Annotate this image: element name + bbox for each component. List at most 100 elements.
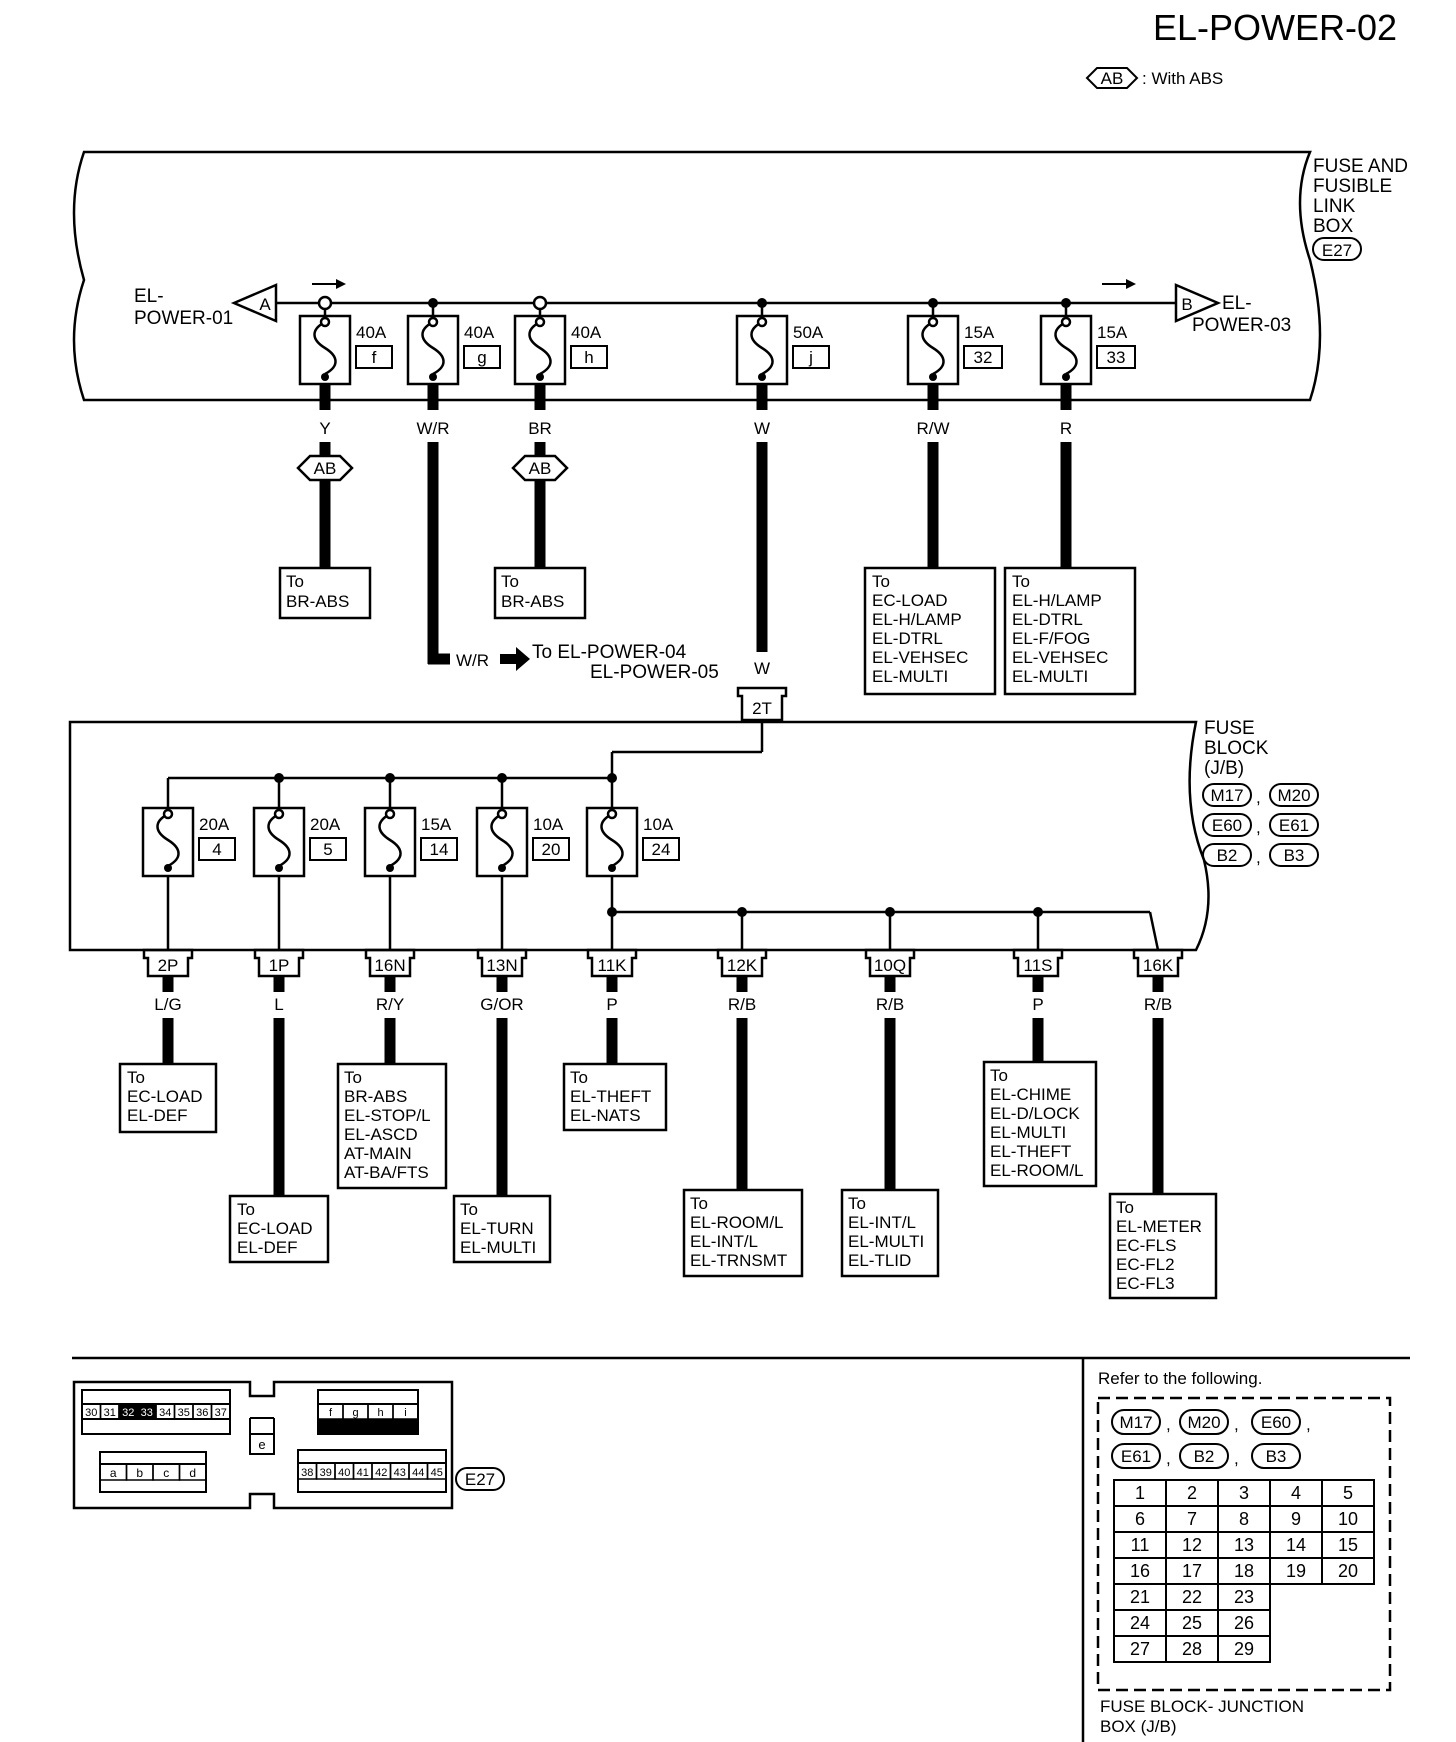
output-12k: 12K R/B To EL-ROOM/L EL-INT/L EL-TRNSMT bbox=[682, 948, 804, 1278]
output-16n-dest-5: AT-MAIN bbox=[344, 1144, 412, 1163]
output-11s-wire: P bbox=[1032, 995, 1043, 1014]
flow-arrow-right bbox=[1102, 279, 1136, 289]
refer-comma-5: , bbox=[1234, 1449, 1239, 1468]
output-16n-dest-6: AT-BA/FTS bbox=[344, 1163, 429, 1182]
refer-conn-e61: E61 bbox=[1121, 1447, 1151, 1466]
ref-b-label-2: POWER-03 bbox=[1192, 315, 1291, 336]
refer-grid-cell-27: 27 bbox=[1130, 1639, 1150, 1659]
e27-cell-41: 41 bbox=[357, 1467, 369, 1479]
output-16k-dest-5: EC-FL3 bbox=[1116, 1274, 1175, 1293]
feed-connector: 2T bbox=[752, 699, 772, 718]
fuse-33-dest-5: EL-VEHSEC bbox=[1012, 648, 1108, 667]
refer-section: Refer to the following. M17 , M20 , E60 … bbox=[1096, 1369, 1392, 1736]
refer-grid-cell-7: 7 bbox=[1187, 1509, 1197, 1529]
feed-wire: W bbox=[754, 659, 770, 678]
fb-conn-comma-3: , bbox=[1256, 848, 1261, 867]
refer-grid-cell-11: 11 bbox=[1131, 1535, 1150, 1555]
output-11s: 11S P To EL-CHIME EL-D/LOCK EL-MULTI EL-… bbox=[982, 948, 1098, 1188]
output-16k: 16K R/B To EL-METER EC-FLS EC-FL2 EC-FL3 bbox=[1108, 948, 1218, 1300]
fuse-33-dest-2: EL-H/LAMP bbox=[1012, 591, 1102, 610]
jb-fuse-5: 20A 5 bbox=[252, 806, 347, 950]
jb-fuse-5-rating: 20A bbox=[310, 815, 341, 834]
fuse-32-rating: 15A bbox=[964, 323, 995, 342]
e27-cell-frame bbox=[210, 1403, 231, 1420]
fusible-link-h-wire: BR bbox=[528, 419, 552, 438]
fuse-32-dest-6: EL-MULTI bbox=[872, 667, 948, 686]
output-13n-wire: G/OR bbox=[480, 995, 523, 1014]
jb-fuse-4-id: 4 bbox=[212, 840, 221, 859]
output-11k-dest-2: EL-THEFT bbox=[570, 1087, 651, 1106]
refer-grid-cell-10: 10 bbox=[1338, 1509, 1358, 1529]
output-11s-dest-3: EL-D/LOCK bbox=[990, 1104, 1080, 1123]
jb-fuse-5-id: 5 bbox=[323, 840, 332, 859]
fuse-33-rating: 15A bbox=[1097, 323, 1128, 342]
refer-conn-m20: M20 bbox=[1187, 1413, 1220, 1432]
refer-grid-cell-16: 16 bbox=[1130, 1561, 1150, 1581]
fb-conn-comma-1: , bbox=[1256, 788, 1261, 807]
refer-grid-cell-23: 23 bbox=[1234, 1587, 1254, 1607]
output-16k-dest-2: EL-METER bbox=[1116, 1217, 1202, 1236]
output-16k-dest-4: EC-FL2 bbox=[1116, 1255, 1175, 1274]
wr-branch-to2: EL-POWER-05 bbox=[590, 662, 719, 683]
jb-fuse-14-rating: 15A bbox=[421, 815, 452, 834]
fuse-block: FUSE BLOCK (J/B) M17 , M20 E60 , E61 B2 … bbox=[68, 718, 1319, 952]
output-13n-conn: 13N bbox=[486, 956, 517, 975]
ref-a-arrow bbox=[230, 283, 278, 323]
fuse-33-dest-1: To bbox=[1012, 572, 1030, 591]
output-2p-dest-2: EC-LOAD bbox=[127, 1087, 203, 1106]
refer-grid-cell-13: 13 bbox=[1234, 1535, 1254, 1555]
fuse-33: 15A 33 R To EL-H/LAMP EL-DTRL EL-F/FOG E… bbox=[1003, 298, 1137, 696]
output-12k-dest-1: To bbox=[690, 1194, 708, 1213]
refer-comma-4: , bbox=[1166, 1449, 1171, 1468]
output-12k-dest-4: EL-TRNSMT bbox=[690, 1251, 787, 1270]
e27-cell-d: d bbox=[189, 1466, 196, 1480]
fb-conn-e61: E61 bbox=[1279, 816, 1309, 835]
e27-cell-40: 40 bbox=[338, 1467, 350, 1479]
e27-cell-f: f bbox=[329, 1407, 333, 1419]
e27-letter-frame bbox=[178, 1463, 207, 1481]
jb-fuse-14: 15A 14 bbox=[363, 806, 458, 950]
wr-branch-wire: W/R bbox=[456, 651, 489, 670]
output-1p-dest-1: To bbox=[237, 1200, 255, 1219]
refer-grid-cell-21: 21 bbox=[1130, 1587, 1150, 1607]
jb-fuse-4-rating: 20A bbox=[199, 815, 230, 834]
e27-cell-c: c bbox=[163, 1466, 169, 1480]
output-11k-dest-1: To bbox=[570, 1068, 588, 1087]
refer-grid-cell-22: 22 bbox=[1182, 1587, 1202, 1607]
e27-cell-h: h bbox=[377, 1407, 383, 1419]
output-12k-dest-3: EL-INT/L bbox=[690, 1232, 758, 1251]
output-16n-conn: 16N bbox=[374, 956, 405, 975]
fusible-link-h-option: AB bbox=[529, 459, 552, 478]
fusible-link-h-dest-1: To bbox=[501, 572, 519, 591]
output-2p-dest-3: EL-DEF bbox=[127, 1106, 187, 1125]
e27-cell-37: 37 bbox=[215, 1407, 227, 1419]
fuse-32-wire: R/W bbox=[916, 419, 949, 438]
output-11s-dest-5: EL-THEFT bbox=[990, 1142, 1071, 1161]
refer-grid-cell-9: 9 bbox=[1291, 1509, 1301, 1529]
refer-grid-cell-26: 26 bbox=[1234, 1613, 1254, 1633]
fuse-32-id: 32 bbox=[974, 348, 993, 367]
fusible-box-label-4: BOX bbox=[1313, 216, 1353, 237]
jb-fuse-24-id: 24 bbox=[652, 840, 671, 859]
output-2p: 2P L/G To EC-LOAD EL-DEF bbox=[118, 948, 218, 1134]
flow-arrow-left bbox=[312, 279, 346, 289]
ref-b-letter: B bbox=[1181, 295, 1192, 314]
output-13n-dest-3: EL-MULTI bbox=[460, 1238, 536, 1257]
fuse-33-id: 33 bbox=[1107, 348, 1126, 367]
refer-grid-cell-28: 28 bbox=[1182, 1639, 1202, 1659]
jb-fuse-20: 10A 20 bbox=[475, 806, 570, 950]
refer-grid-cell-5: 5 bbox=[1343, 1483, 1353, 1503]
fuse-block-label-2: BLOCK bbox=[1204, 738, 1269, 759]
jb-fuse-24-rating: 10A bbox=[643, 815, 674, 834]
e27-cell-32: 32 bbox=[122, 1407, 134, 1419]
output-11k-wire: P bbox=[606, 995, 617, 1014]
output-16n-dest-2: BR-ABS bbox=[344, 1087, 407, 1106]
refer-grid-cell-8: 8 bbox=[1239, 1509, 1249, 1529]
refer-grid-frame bbox=[1217, 1635, 1271, 1663]
output-13n-dest-2: EL-TURN bbox=[460, 1219, 534, 1238]
fuse-32-dest-4: EL-DTRL bbox=[872, 629, 943, 648]
refer-grid-cell-18: 18 bbox=[1234, 1561, 1254, 1581]
e27-fuse-frame bbox=[392, 1403, 419, 1420]
